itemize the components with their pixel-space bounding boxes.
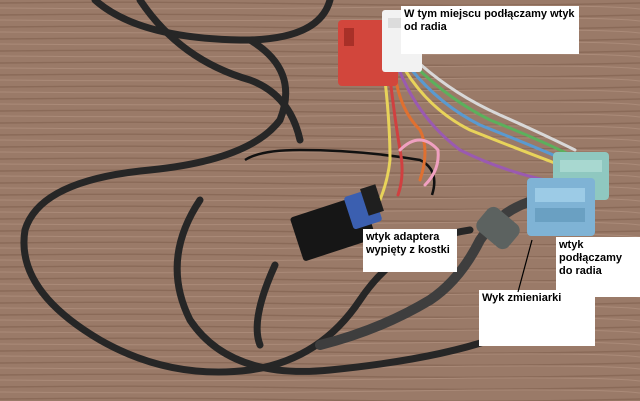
wire-bundle xyxy=(378,62,577,202)
thin-wire xyxy=(244,148,436,196)
blue-connector xyxy=(527,178,595,236)
label-radio-connection: W tym miejscu podłączamy wtyk od radia xyxy=(401,6,579,54)
changer-cable-sleeve xyxy=(476,206,520,250)
black-cable-loop xyxy=(20,0,494,376)
label-plug-to-radio: wtyk podłączamy do radia xyxy=(556,237,640,297)
label-changer-cable: Wyk zmieniarki xyxy=(479,290,595,346)
adapter-plug xyxy=(290,184,384,261)
label-adapter-plug: wtyk adaptera wypięty z kostki xyxy=(363,229,457,272)
